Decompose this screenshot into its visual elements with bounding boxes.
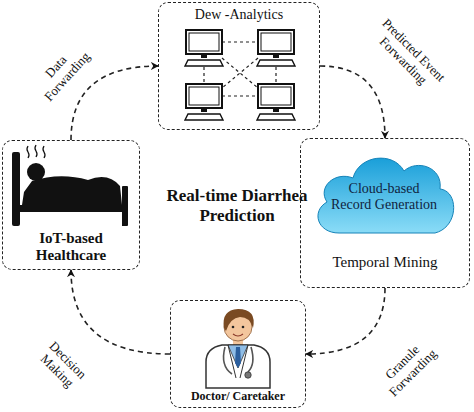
monitor xyxy=(186,30,222,54)
monitor xyxy=(258,30,294,54)
flow-arrow xyxy=(71,270,170,354)
node-text: Doctor/ Caretaker xyxy=(191,390,285,404)
keyboard xyxy=(257,60,295,66)
flow-arrow xyxy=(320,66,385,138)
screen xyxy=(189,33,219,51)
keyboard xyxy=(185,114,223,120)
patient-in-bed xyxy=(12,145,128,226)
keyboard xyxy=(257,114,295,120)
flow-arrow xyxy=(71,66,158,140)
network-link xyxy=(222,58,258,88)
node-text: IoT-based Healthcare xyxy=(21,230,121,265)
edge-label: Data Forwarding xyxy=(27,35,97,108)
lab-coat xyxy=(206,345,270,388)
edge-label: Predicted Event Forwarding xyxy=(365,13,451,99)
tie xyxy=(235,347,241,368)
edge-label: Decision Making xyxy=(26,330,98,402)
network-link xyxy=(222,41,258,42)
sick-wave xyxy=(43,146,45,158)
stand xyxy=(273,108,279,112)
keyboard xyxy=(185,60,223,66)
stethoscope-head xyxy=(245,372,251,378)
screen xyxy=(189,87,219,105)
eye xyxy=(232,326,235,329)
analytics-box: Dew -Analytics xyxy=(158,2,320,130)
node-text: Cloud-based Record Generation xyxy=(329,181,439,213)
computer-icon xyxy=(257,84,295,120)
monitor xyxy=(186,84,222,108)
mouth xyxy=(233,334,243,336)
bed-leg xyxy=(122,212,126,226)
sick-wave xyxy=(27,146,29,158)
monitor xyxy=(258,84,294,108)
hair xyxy=(224,309,254,331)
screen xyxy=(261,33,291,51)
diagram-title: Real-time Diarrhea Prediction xyxy=(155,186,320,227)
stethoscope xyxy=(224,347,232,374)
cloud-shape: Cloud-based Record Generation xyxy=(309,147,459,239)
stand xyxy=(273,54,279,58)
network-link xyxy=(275,67,276,84)
network-link xyxy=(203,67,204,84)
node-text: Temporal Mining xyxy=(332,254,437,271)
sick-wave xyxy=(35,145,37,157)
stethoscope xyxy=(248,347,253,372)
bed-leg xyxy=(14,212,18,226)
healthcare-box: IoT-based Healthcare xyxy=(2,140,140,270)
node-text: Dew -Analytics xyxy=(195,7,283,23)
blanket xyxy=(22,176,122,205)
computer-icon xyxy=(257,30,295,66)
bed-frame xyxy=(12,205,128,212)
flow-arrow xyxy=(306,288,385,354)
eye xyxy=(242,326,245,329)
network-link xyxy=(222,58,258,88)
record-box: Temporal Mining Cloud-based Record Genera… xyxy=(300,138,470,288)
stand xyxy=(201,108,207,112)
network-link xyxy=(222,95,258,96)
computer-icon xyxy=(185,30,223,66)
caretaker-box: Doctor/ Caretaker xyxy=(170,300,306,408)
computer-icon xyxy=(185,84,223,120)
headboard xyxy=(12,152,20,226)
screen xyxy=(261,87,291,105)
stand xyxy=(201,54,207,58)
cloud-shape xyxy=(318,158,454,233)
doctor-figure xyxy=(206,309,270,388)
edge-label: Granule Forwarding xyxy=(372,332,444,404)
